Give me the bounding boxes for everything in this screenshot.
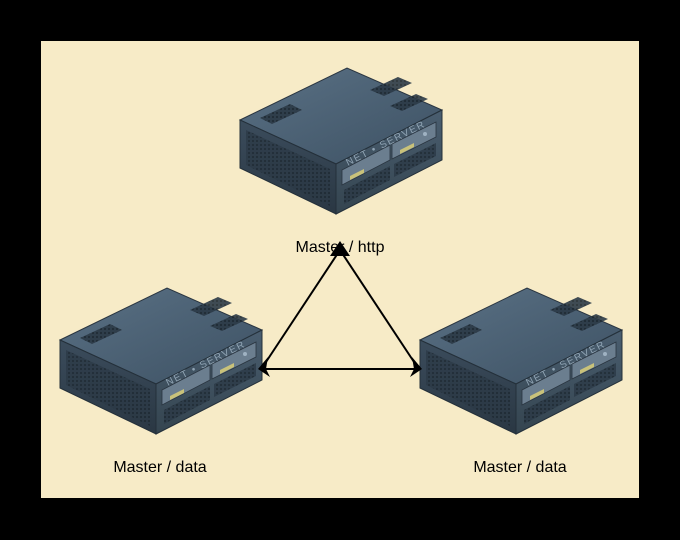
- node-label-left: Master / data: [113, 459, 207, 476]
- node-label-right: Master / data: [473, 459, 567, 476]
- arrowhead-top: [330, 241, 350, 256]
- server-node-right: NET • SERVER: [419, 287, 623, 435]
- node-label-top: Master / http: [295, 239, 385, 256]
- net-server-icon: [419, 287, 623, 435]
- server-node-top: NET • SERVER: [239, 67, 443, 215]
- edge-top-right: [339, 249, 419, 369]
- server-node-left: NET • SERVER: [59, 287, 263, 435]
- net-server-icon: [59, 287, 263, 435]
- net-server-icon: [239, 67, 443, 215]
- arrowhead-left: [258, 357, 270, 377]
- edge-top-left: [261, 249, 341, 369]
- arrowhead-right: [410, 357, 422, 377]
